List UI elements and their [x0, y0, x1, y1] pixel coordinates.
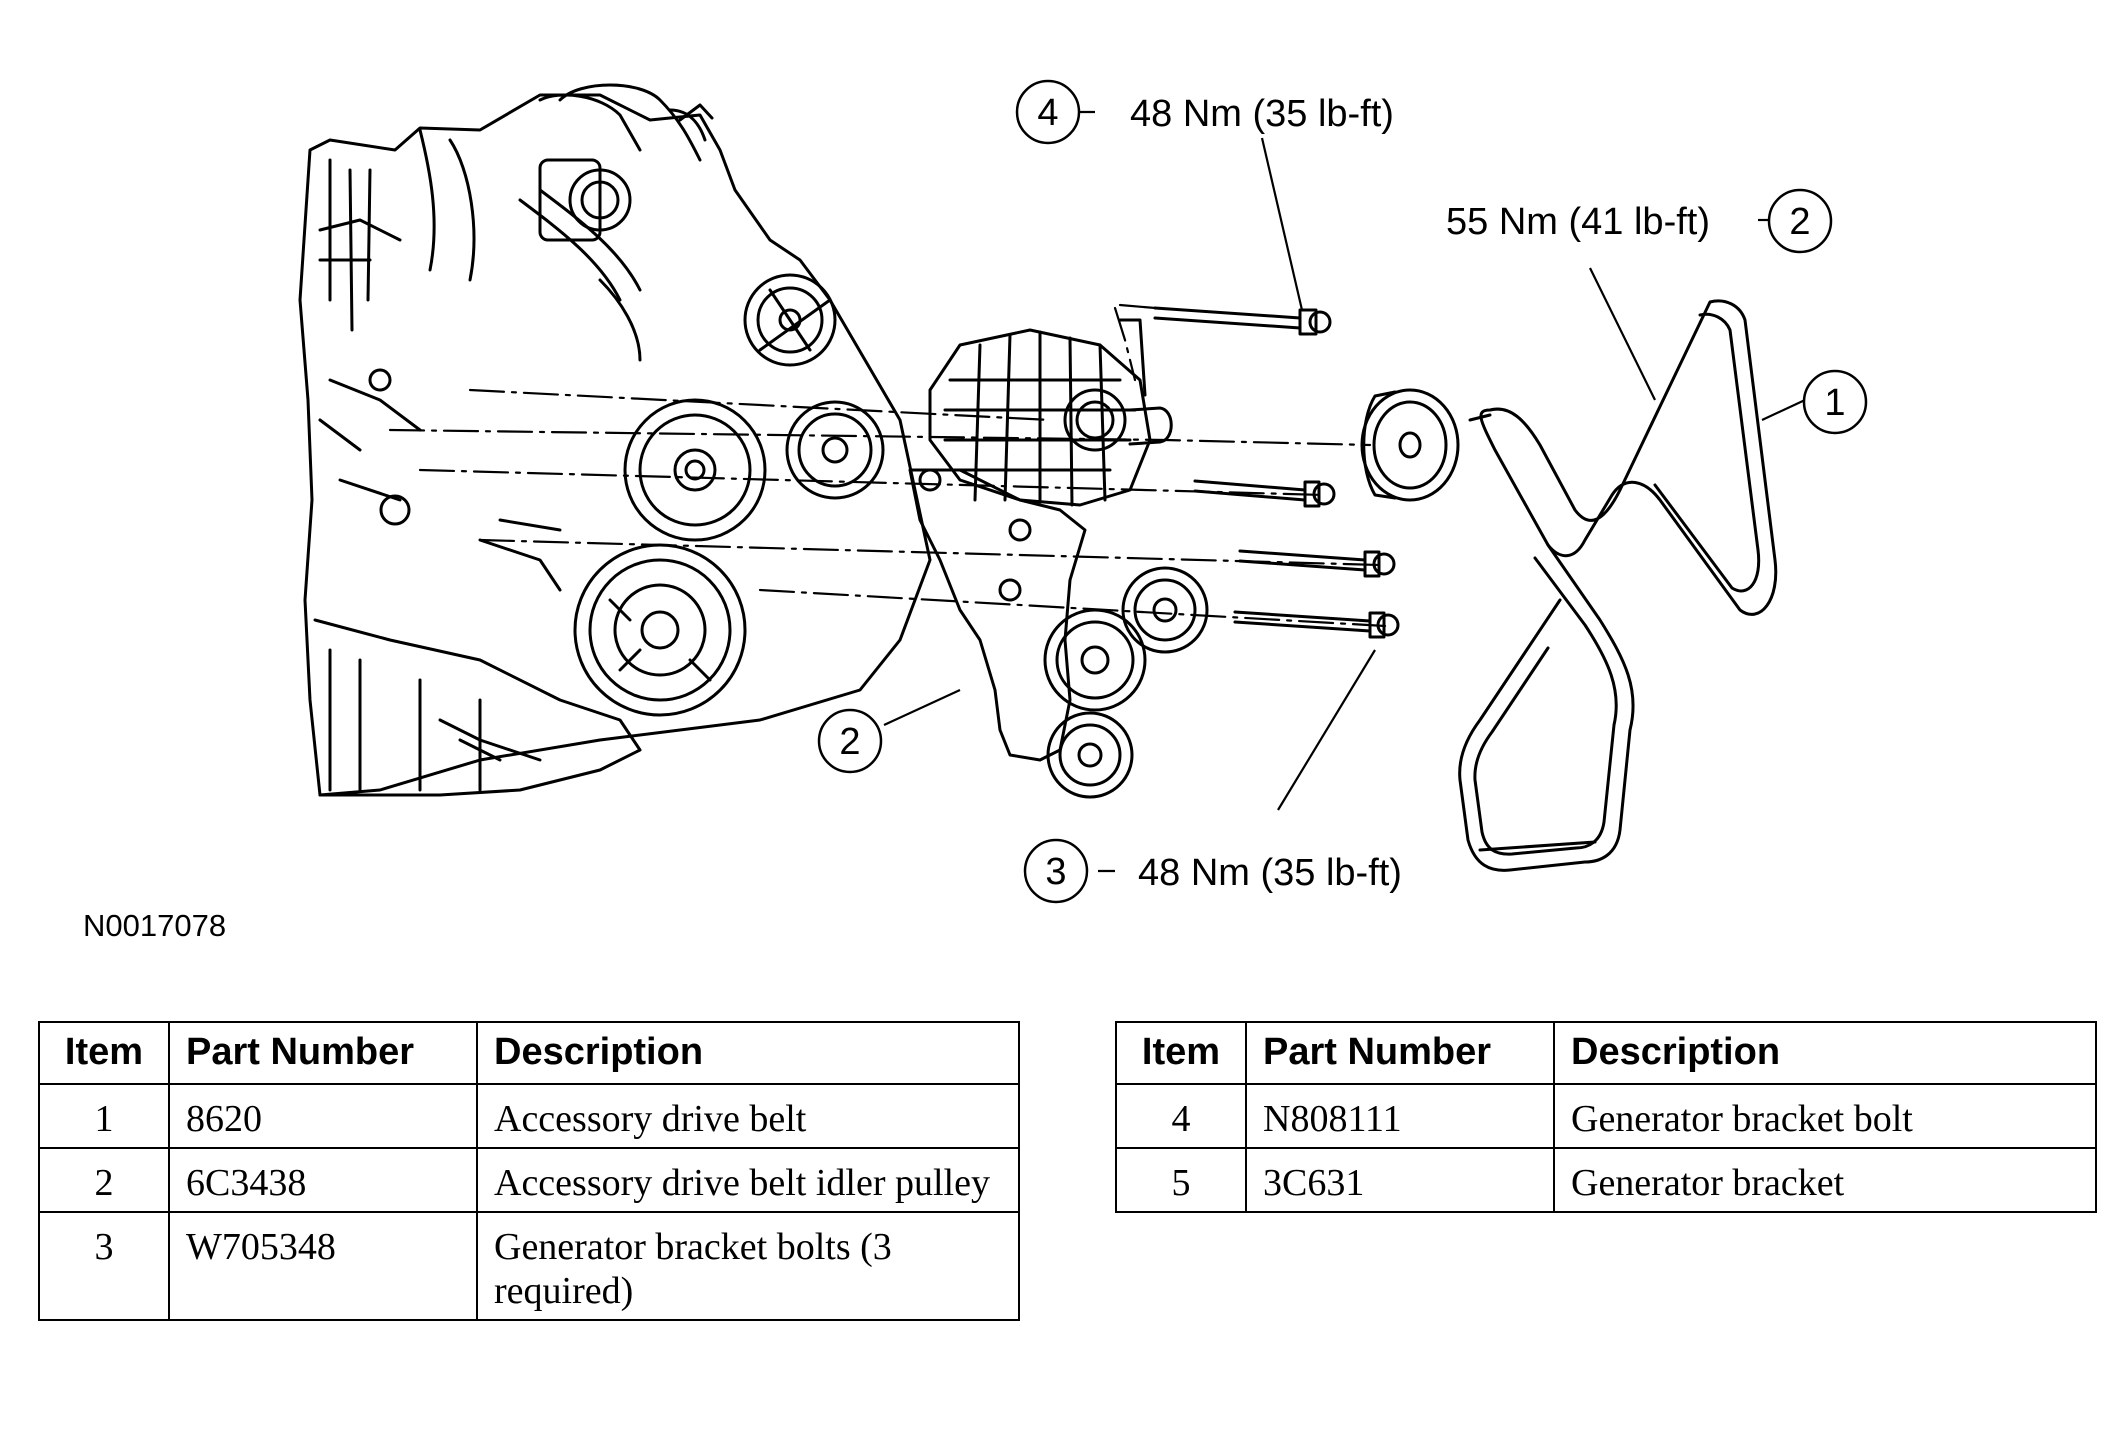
cell-description: Generator bracket	[1553, 1147, 2097, 1213]
table-row: 5 3C631 Generator bracket	[1115, 1147, 2097, 1213]
cell-description: Generator bracket bolt	[1553, 1083, 2097, 1149]
cell-part-number: W705348	[168, 1211, 478, 1321]
exploded-view-diagram: 4 2 1 2 3 48 Nm (35 lb-ft) 55 Nm (41 lb-…	[83, 79, 1868, 943]
callout-2b-number: 2	[839, 721, 860, 763]
callout-1-number: 1	[1824, 382, 1845, 424]
parts-table-left: Item Part Number Description 1 8620 Acce…	[38, 1021, 1020, 1321]
figure-id: N0017078	[83, 908, 226, 943]
cell-item: 1	[38, 1083, 170, 1149]
header-item: Item	[38, 1021, 170, 1085]
header-description: Description	[1553, 1021, 2097, 1085]
cell-item: 3	[38, 1211, 170, 1321]
leader-lines	[883, 110, 1806, 873]
cell-item: 4	[1115, 1083, 1247, 1149]
callout-2b-circle	[817, 708, 883, 774]
cell-part-number: 8620	[168, 1083, 478, 1149]
cell-part-number: 3C631	[1245, 1147, 1555, 1213]
generator	[928, 318, 1173, 507]
callout-3-circle	[1023, 838, 1089, 904]
bolts	[1153, 306, 1400, 639]
alignment-lines	[388, 303, 1387, 628]
engine-assembly	[298, 83, 932, 797]
callout-2-circle	[1767, 188, 1833, 254]
header-part-number: Part Number	[1245, 1021, 1555, 1085]
torque-label-4: 48 Nm (35 lb-ft)	[1130, 93, 1394, 135]
callout-1-circle	[1802, 369, 1868, 435]
header-description: Description	[476, 1021, 1020, 1085]
table-row: 3 W705348 Generator bracket bolts (3 req…	[38, 1211, 1020, 1321]
cell-item: 5	[1115, 1147, 1247, 1213]
cell-item: 2	[38, 1147, 170, 1213]
cell-description: Accessory drive belt idler pulley	[476, 1147, 1020, 1213]
cell-description: Generator bracket bolts (3 required)	[476, 1211, 1020, 1321]
callout-3-number: 3	[1045, 851, 1066, 893]
header-item: Item	[1115, 1021, 1247, 1085]
table-row: 4 N808111 Generator bracket bolt	[1115, 1083, 2097, 1149]
idler-pulley	[1360, 388, 1460, 502]
cell-description: Accessory drive belt	[476, 1083, 1020, 1149]
torque-label-2: 55 Nm (41 lb-ft)	[1446, 201, 1710, 243]
callout-4-circle	[1015, 79, 1081, 145]
parts-table-right: Item Part Number Description 4 N808111 G…	[1115, 1021, 2097, 1213]
generator-bracket	[908, 468, 1087, 762]
torque-label-3: 48 Nm (35 lb-ft)	[1138, 852, 1402, 894]
cell-part-number: 6C3438	[168, 1147, 478, 1213]
callout-2-number: 2	[1789, 201, 1810, 243]
cell-part-number: N808111	[1245, 1083, 1555, 1149]
table-header-row: Item Part Number Description	[38, 1021, 1020, 1085]
callout-4-number: 4	[1037, 92, 1058, 134]
table-row: 1 8620 Accessory drive belt	[38, 1083, 1020, 1149]
header-part-number: Part Number	[168, 1021, 478, 1085]
accessory-drive-belt	[1458, 299, 1778, 872]
table-header-row: Item Part Number Description	[1115, 1021, 2097, 1085]
table-row: 2 6C3438 Accessory drive belt idler pull…	[38, 1147, 1020, 1213]
